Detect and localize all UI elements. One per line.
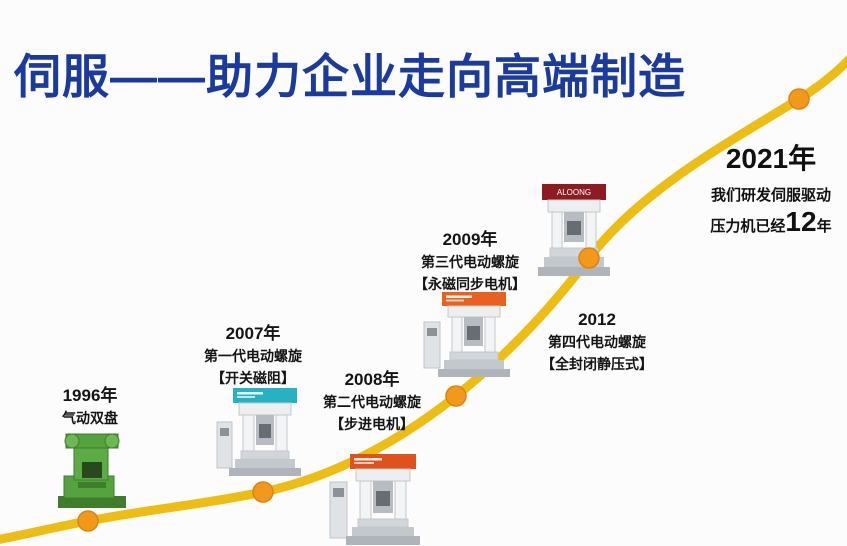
milestone-desc: 第一代电动螺旋 xyxy=(204,348,302,364)
press-2021-image: ALOONG xyxy=(538,184,610,276)
machine-brand-label: ALOONG xyxy=(557,188,591,197)
milestone-dot-1996 xyxy=(77,510,99,532)
milestone-2012: 2012 第四代电动螺旋 【全封闭静压式】 xyxy=(522,308,672,375)
press-1996-image xyxy=(58,433,126,508)
milestone-year: 2012 xyxy=(578,310,616,329)
press-machine-2021: ALOONG xyxy=(532,182,616,282)
press-2007-image xyxy=(216,388,301,476)
milestone-desc: 【步进电机】 xyxy=(330,416,414,432)
callout-years-count: 12 xyxy=(785,206,817,237)
press-machine-2008 xyxy=(328,452,432,546)
press-2008-image xyxy=(329,454,420,545)
callout-line2: 压力机已经12年 xyxy=(696,206,846,240)
callout-line1: 我们研发伺服驱动 xyxy=(710,187,831,204)
milestone-dot-2007 xyxy=(252,481,274,503)
milestone-year: 2008年 xyxy=(344,370,400,389)
milestone-desc: 【开关磁阻】 xyxy=(211,370,295,386)
milestone-dot-2012 xyxy=(578,247,600,269)
milestone-year: 2007年 xyxy=(225,324,281,343)
milestone-desc: 气动双盘 xyxy=(62,410,118,426)
press-2009-image xyxy=(423,292,510,377)
milestone-desc: 【全封闭静压式】 xyxy=(541,356,653,372)
milestone-year: 2009年 xyxy=(442,230,498,249)
callout-2021: 2021年 我们研发伺服驱动 压力机已经12年 xyxy=(696,143,846,240)
milestone-desc: 第四代电动螺旋 xyxy=(548,334,646,350)
milestone-desc: 【永磁同步电机】 xyxy=(414,276,526,292)
milestone-2009: 2009年 第三代电动螺旋 【永磁同步电机】 xyxy=(395,228,545,295)
milestone-dot-2008 xyxy=(445,385,467,407)
milestone-dot-2021 xyxy=(788,88,810,110)
press-machine-2007 xyxy=(216,386,314,478)
page-title: 伺服——助力企业走向高端制造 xyxy=(14,50,686,103)
milestone-year: 1996年 xyxy=(62,386,118,405)
press-machine-1996 xyxy=(50,426,142,514)
callout-line2-suffix: 年 xyxy=(816,218,832,235)
milestone-1996: 1996年 气动双盘 xyxy=(15,384,165,429)
milestone-desc: 第三代电动螺旋 xyxy=(421,254,519,270)
milestone-2007: 2007年 第一代电动螺旋 【开关磁阻】 xyxy=(178,322,328,389)
callout-year: 2021年 xyxy=(725,143,817,174)
milestone-2008: 2008年 第二代电动螺旋 【步进电机】 xyxy=(297,368,447,435)
callout-line2-prefix: 压力机已经 xyxy=(710,218,786,235)
milestone-desc: 第二代电动螺旋 xyxy=(323,394,421,410)
press-machine-2009 xyxy=(422,290,522,378)
